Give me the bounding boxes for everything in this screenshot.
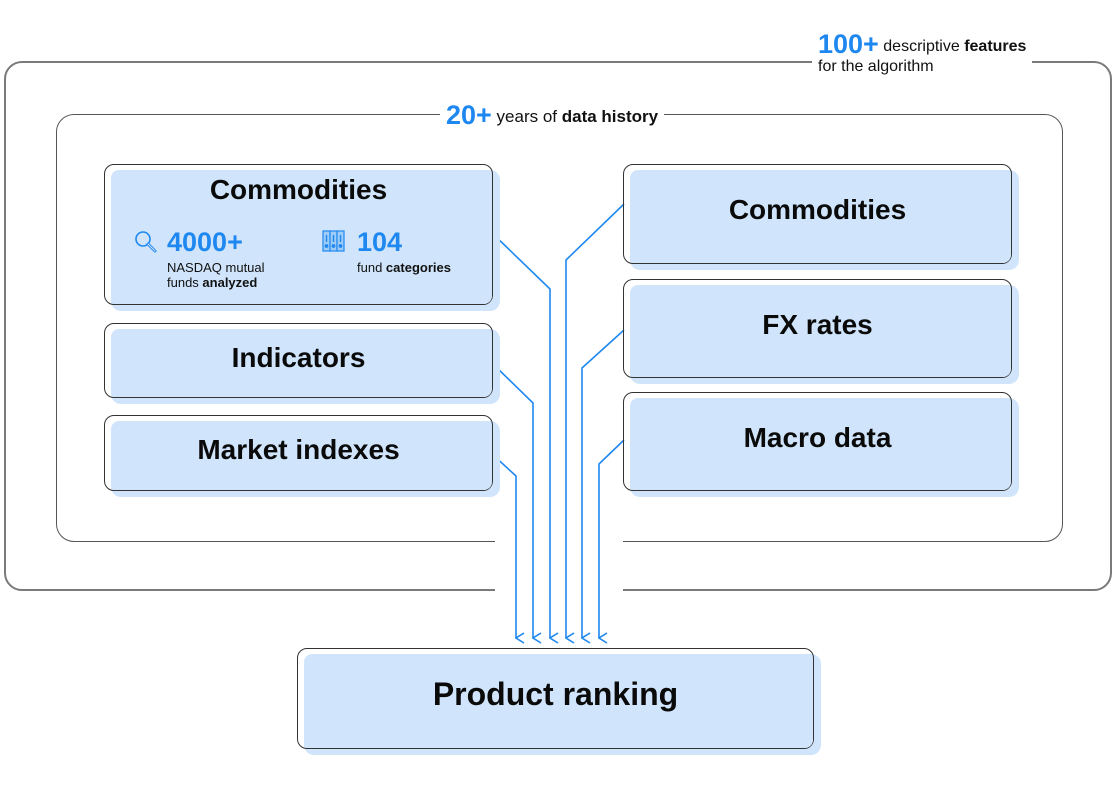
box-fill xyxy=(630,170,1011,263)
stat-categories-description: fund categories xyxy=(357,260,451,275)
box-fill xyxy=(630,398,1011,490)
connector-indicators xyxy=(491,362,533,638)
stat-funds-line2-prefix: funds xyxy=(167,275,203,290)
stat-funds-number: 4000+ xyxy=(167,227,243,257)
stat-funds-line2-bold: analyzed xyxy=(202,275,258,290)
history-text-prefix: years of xyxy=(496,107,562,126)
history-count: 20+ xyxy=(446,100,492,130)
connector-fx-rates xyxy=(582,329,625,638)
box-border xyxy=(104,323,493,398)
box-fill xyxy=(630,285,1011,377)
box-fill xyxy=(111,329,492,397)
box-border xyxy=(623,279,1012,378)
box-border xyxy=(623,392,1012,491)
connector-commodities-right xyxy=(566,203,625,638)
history-text-bold: data history xyxy=(561,107,659,126)
connector-macro-data xyxy=(599,439,625,638)
outer-frame-gap xyxy=(495,580,623,594)
left-box-market-indexes: Market indexes xyxy=(104,415,500,497)
box-border xyxy=(104,415,493,491)
features-text-line2: for the algorithm xyxy=(818,58,934,75)
box-title: Market indexes xyxy=(197,434,400,465)
stat-fund-categories: 104 fund categories xyxy=(357,228,451,275)
right-box-commodities: Commodities xyxy=(623,164,1019,270)
box-title: Indicators xyxy=(231,342,366,373)
box-border xyxy=(623,164,1012,264)
features-count: 100+ xyxy=(818,29,879,59)
stat-funds-description: NASDAQ mutual funds analyzed xyxy=(167,260,265,290)
box-fill xyxy=(111,170,492,304)
box-title: Commodities xyxy=(728,194,907,225)
features-label: 100+ descriptive features for the algori… xyxy=(812,31,1033,77)
stat-funds-analyzed: 4000+ NASDAQ mutual funds analyzed xyxy=(167,228,265,290)
box-title: Commodities xyxy=(209,174,388,205)
box-border xyxy=(104,164,493,305)
right-box-macro-data: Macro data xyxy=(623,392,1019,497)
connector-commodities-left xyxy=(491,232,550,638)
features-text-prefix: descriptive xyxy=(883,38,965,55)
box-border xyxy=(297,648,814,749)
right-box-fx-rates: FX rates xyxy=(623,279,1019,384)
box-title: Product ranking xyxy=(432,676,679,712)
connector-market-indexes xyxy=(491,453,516,638)
inner-frame-gap xyxy=(495,532,623,546)
box-title: Macro data xyxy=(743,422,892,453)
search-icon xyxy=(134,230,158,259)
features-text-bold: features xyxy=(964,38,1027,55)
stat-categories-bold: categories xyxy=(385,260,451,275)
left-box-commodities: Commodities 4000+ NASDAQ mutual funds an… xyxy=(104,164,500,311)
product-ranking-box: Product ranking xyxy=(297,648,821,755)
left-box-indicators: Indicators xyxy=(104,323,500,404)
stat-funds-line1: NASDAQ mutual xyxy=(167,260,265,275)
stat-categories-number: 104 xyxy=(357,227,403,257)
stat-categories-prefix: fund xyxy=(357,260,386,275)
box-fill xyxy=(304,654,813,748)
history-label: 20+ years of data history xyxy=(440,98,665,134)
features-text: descriptive features xyxy=(883,38,1026,55)
box-fill xyxy=(111,421,492,490)
box-title: FX rates xyxy=(762,309,873,340)
binders-icon xyxy=(322,230,346,257)
